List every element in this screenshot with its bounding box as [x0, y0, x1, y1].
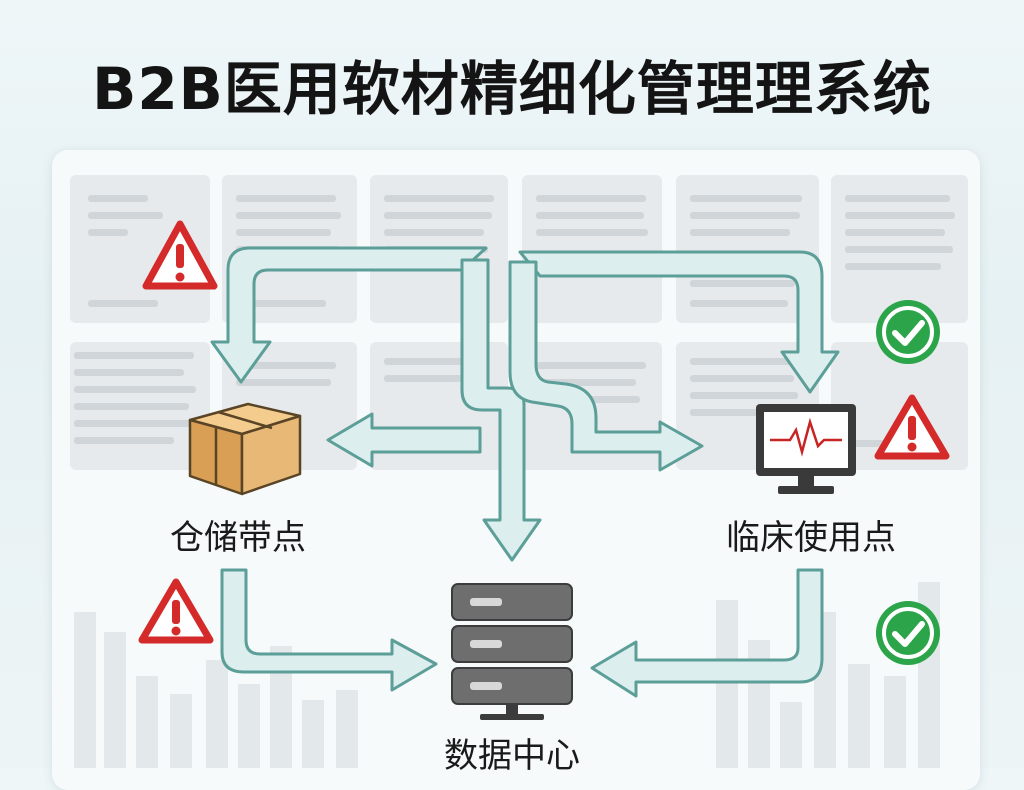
- check-icon: [876, 601, 940, 665]
- flow-arrows: [210, 246, 840, 698]
- warehouse-label: 仓储带点: [170, 518, 306, 558]
- flow-diagram: [70, 175, 968, 768]
- arrow-left-bidirectional: [326, 412, 482, 468]
- server-icon: [451, 583, 573, 720]
- arrow-to-clinical: [518, 250, 840, 394]
- warning-icon: [142, 220, 218, 290]
- check-icon: [876, 300, 940, 364]
- box-icon: [188, 402, 302, 496]
- page-title: B2B医用软材精细化管理理系统: [92, 55, 932, 123]
- background-cards: [70, 175, 968, 768]
- warning-icon: [874, 394, 950, 460]
- arrow-to-warehouse: [210, 246, 488, 384]
- arrow-clinical-to-datacenter: [590, 568, 824, 698]
- data-center-label: 数据中心: [444, 736, 580, 776]
- arrow-warehouse-to-datacenter: [220, 568, 438, 692]
- warning-icon: [138, 578, 214, 644]
- arrow-center-strand-a: [460, 258, 542, 562]
- clinical-label: 临床使用点: [726, 518, 896, 558]
- monitor-icon: [756, 404, 856, 494]
- arrow-center-strand-b: [508, 260, 704, 472]
